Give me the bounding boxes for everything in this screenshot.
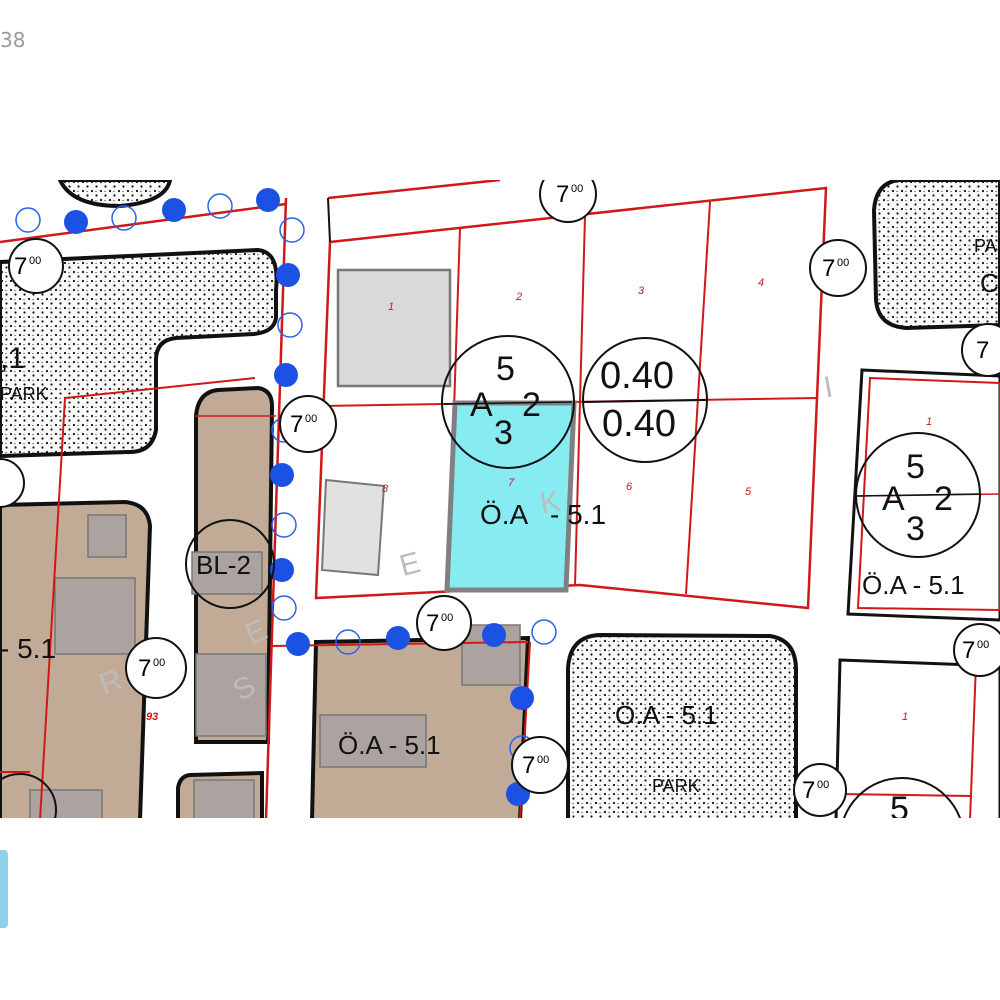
svg-text:00: 00: [29, 255, 41, 267]
svg-text:A: A: [470, 386, 493, 424]
image-counter: 38: [0, 28, 26, 52]
svg-text:7: 7: [802, 777, 815, 804]
svg-text:00: 00: [537, 754, 549, 766]
zone-label-oa-prefix: Ö.A: [480, 499, 529, 530]
density-symbol: 5 A 2 3: [441, 335, 575, 469]
parcel-number: 1: [926, 416, 932, 428]
park-area-right-top: [871, 180, 1000, 331]
road-width-marker: 7 00: [793, 763, 847, 817]
zone-code-circle: BL-2: [185, 519, 275, 609]
ratio-symbol: 0.40 0.40: [582, 337, 708, 463]
side-tab[interactable]: [0, 850, 8, 928]
svg-text:3: 3: [494, 414, 513, 452]
svg-text:00: 00: [571, 183, 583, 195]
svg-text:7: 7: [976, 337, 989, 364]
svg-text:7: 7: [962, 637, 975, 664]
park-label: PA: [974, 236, 997, 256]
road-width-marker: 7 00: [809, 239, 867, 297]
svg-text:00: 00: [977, 639, 989, 651]
svg-text:BL-2: BL-2: [196, 550, 251, 580]
park-label: PARK: [0, 384, 48, 404]
parcel-number: 6: [626, 481, 633, 493]
road-width-marker: 7 00: [279, 395, 337, 453]
svg-text:00: 00: [153, 657, 165, 669]
park-label-letter: C: [980, 268, 999, 298]
svg-text:2: 2: [522, 386, 541, 424]
zone-label-left-park: ,1: [0, 342, 25, 375]
svg-text:3: 3: [906, 510, 925, 548]
zone-label-oa: Ö.A - 5.1: [862, 570, 965, 600]
parcel-block-main: [314, 186, 828, 610]
parcel-number: 2: [515, 291, 522, 303]
svg-text:5: 5: [890, 790, 909, 820]
park-area-bottom: [566, 632, 798, 818]
svg-text:00: 00: [441, 612, 453, 624]
svg-text:7: 7: [822, 255, 835, 282]
zoning-map: 7 00 7 00 7 00 7 7 00 7 00: [0, 180, 1000, 820]
road-width-marker: 7 00: [953, 623, 1000, 677]
svg-text:2: 2: [934, 480, 953, 518]
svg-text:5: 5: [496, 350, 515, 388]
street-name-letter: I: [821, 371, 835, 405]
svg-text:0.40: 0.40: [602, 403, 676, 445]
svg-text:00: 00: [817, 779, 829, 791]
svg-text:7: 7: [138, 655, 151, 682]
parcel-number: 5: [745, 486, 752, 498]
density-symbol: 5: [842, 777, 962, 820]
parcel-block-right-bottom: [834, 658, 1000, 818]
parcel-number: 8: [382, 483, 389, 495]
road-width-marker: 7 00: [8, 238, 64, 294]
svg-text:7: 7: [556, 181, 569, 208]
parcel-number: 3: [638, 285, 645, 297]
svg-text:5: 5: [906, 448, 925, 486]
parcel-number: 7: [508, 477, 515, 489]
svg-text:7: 7: [522, 752, 535, 779]
svg-text:7: 7: [290, 411, 303, 438]
density-symbol: 5 A 2 3: [855, 432, 981, 558]
zone-label-oa-suffix: - 5.1: [550, 499, 606, 530]
road-width-marker: 7 00: [416, 595, 472, 651]
parcel-number: 4: [758, 277, 764, 289]
parcel-number: 1: [902, 711, 908, 723]
lot-number: 93: [146, 711, 158, 723]
svg-text:7: 7: [426, 610, 439, 637]
zone-label-oa-park: Ö.A - 5.1: [615, 700, 718, 730]
zone-label-left: - 5.1: [0, 633, 56, 664]
svg-text:A: A: [882, 480, 905, 518]
road-width-marker: 7 00: [511, 736, 569, 794]
road-width-marker: [0, 458, 25, 508]
road-width-marker: 7 00: [125, 637, 187, 699]
park-area-top: [57, 180, 173, 209]
park-label: PARK: [652, 776, 700, 796]
svg-text:00: 00: [305, 413, 317, 425]
svg-text:00: 00: [837, 257, 849, 269]
svg-text:0.40: 0.40: [600, 355, 674, 397]
park-area-left: [0, 247, 279, 459]
svg-text:7: 7: [14, 253, 27, 280]
parcel-number: 1: [388, 301, 394, 313]
zone-label-oa-built: Ö.A - 5.1: [338, 730, 441, 760]
road-width-marker: 7 00: [539, 180, 597, 223]
road-width-marker: 7: [961, 323, 1000, 377]
